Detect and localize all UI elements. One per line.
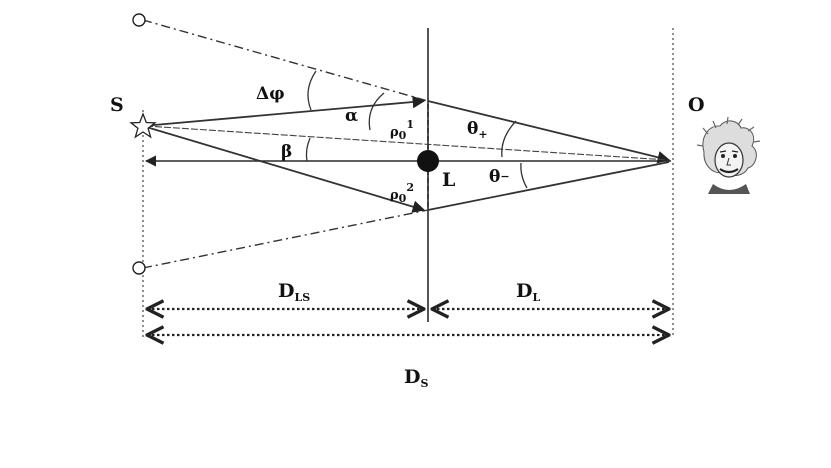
theta-plus-label: θ+	[467, 119, 488, 141]
d-ls-label: DLS	[278, 280, 310, 304]
rho1-label: ρ01	[390, 118, 414, 142]
image-line-upper	[142, 19, 429, 102]
ray-upper-incoming	[142, 95, 426, 127]
observer-portrait-icon	[696, 116, 761, 194]
rho2-label: ρ02	[390, 181, 414, 205]
alpha-arc	[368, 92, 385, 131]
alpha-label: α	[345, 106, 358, 126]
lens-label: L	[442, 169, 455, 191]
image-circle-icon	[132, 261, 146, 275]
d-l-label: DL	[516, 280, 540, 304]
theta-minus-arc	[520, 162, 528, 189]
theta-minus-label: θ−	[489, 167, 510, 187]
theta-plus-arc	[501, 120, 517, 158]
lens-mass-icon	[417, 150, 439, 172]
source-observer-line	[145, 125, 669, 161]
delta-phi-label: Δφ	[256, 84, 285, 104]
ray-lower-outgoing	[427, 161, 670, 211]
d-s-label: DS	[404, 366, 428, 390]
image-line-lower	[142, 209, 429, 269]
ray-lower-incoming	[142, 125, 426, 213]
observer-label: O	[688, 94, 705, 116]
source-label: S	[110, 94, 124, 116]
ray-upper-outgoing	[427, 100, 671, 164]
beta-arc	[305, 137, 311, 162]
image-circle-icon	[132, 13, 146, 27]
beta-label: β	[281, 142, 292, 162]
delta-phi-arc	[307, 70, 317, 111]
star-icon	[129, 112, 157, 139]
